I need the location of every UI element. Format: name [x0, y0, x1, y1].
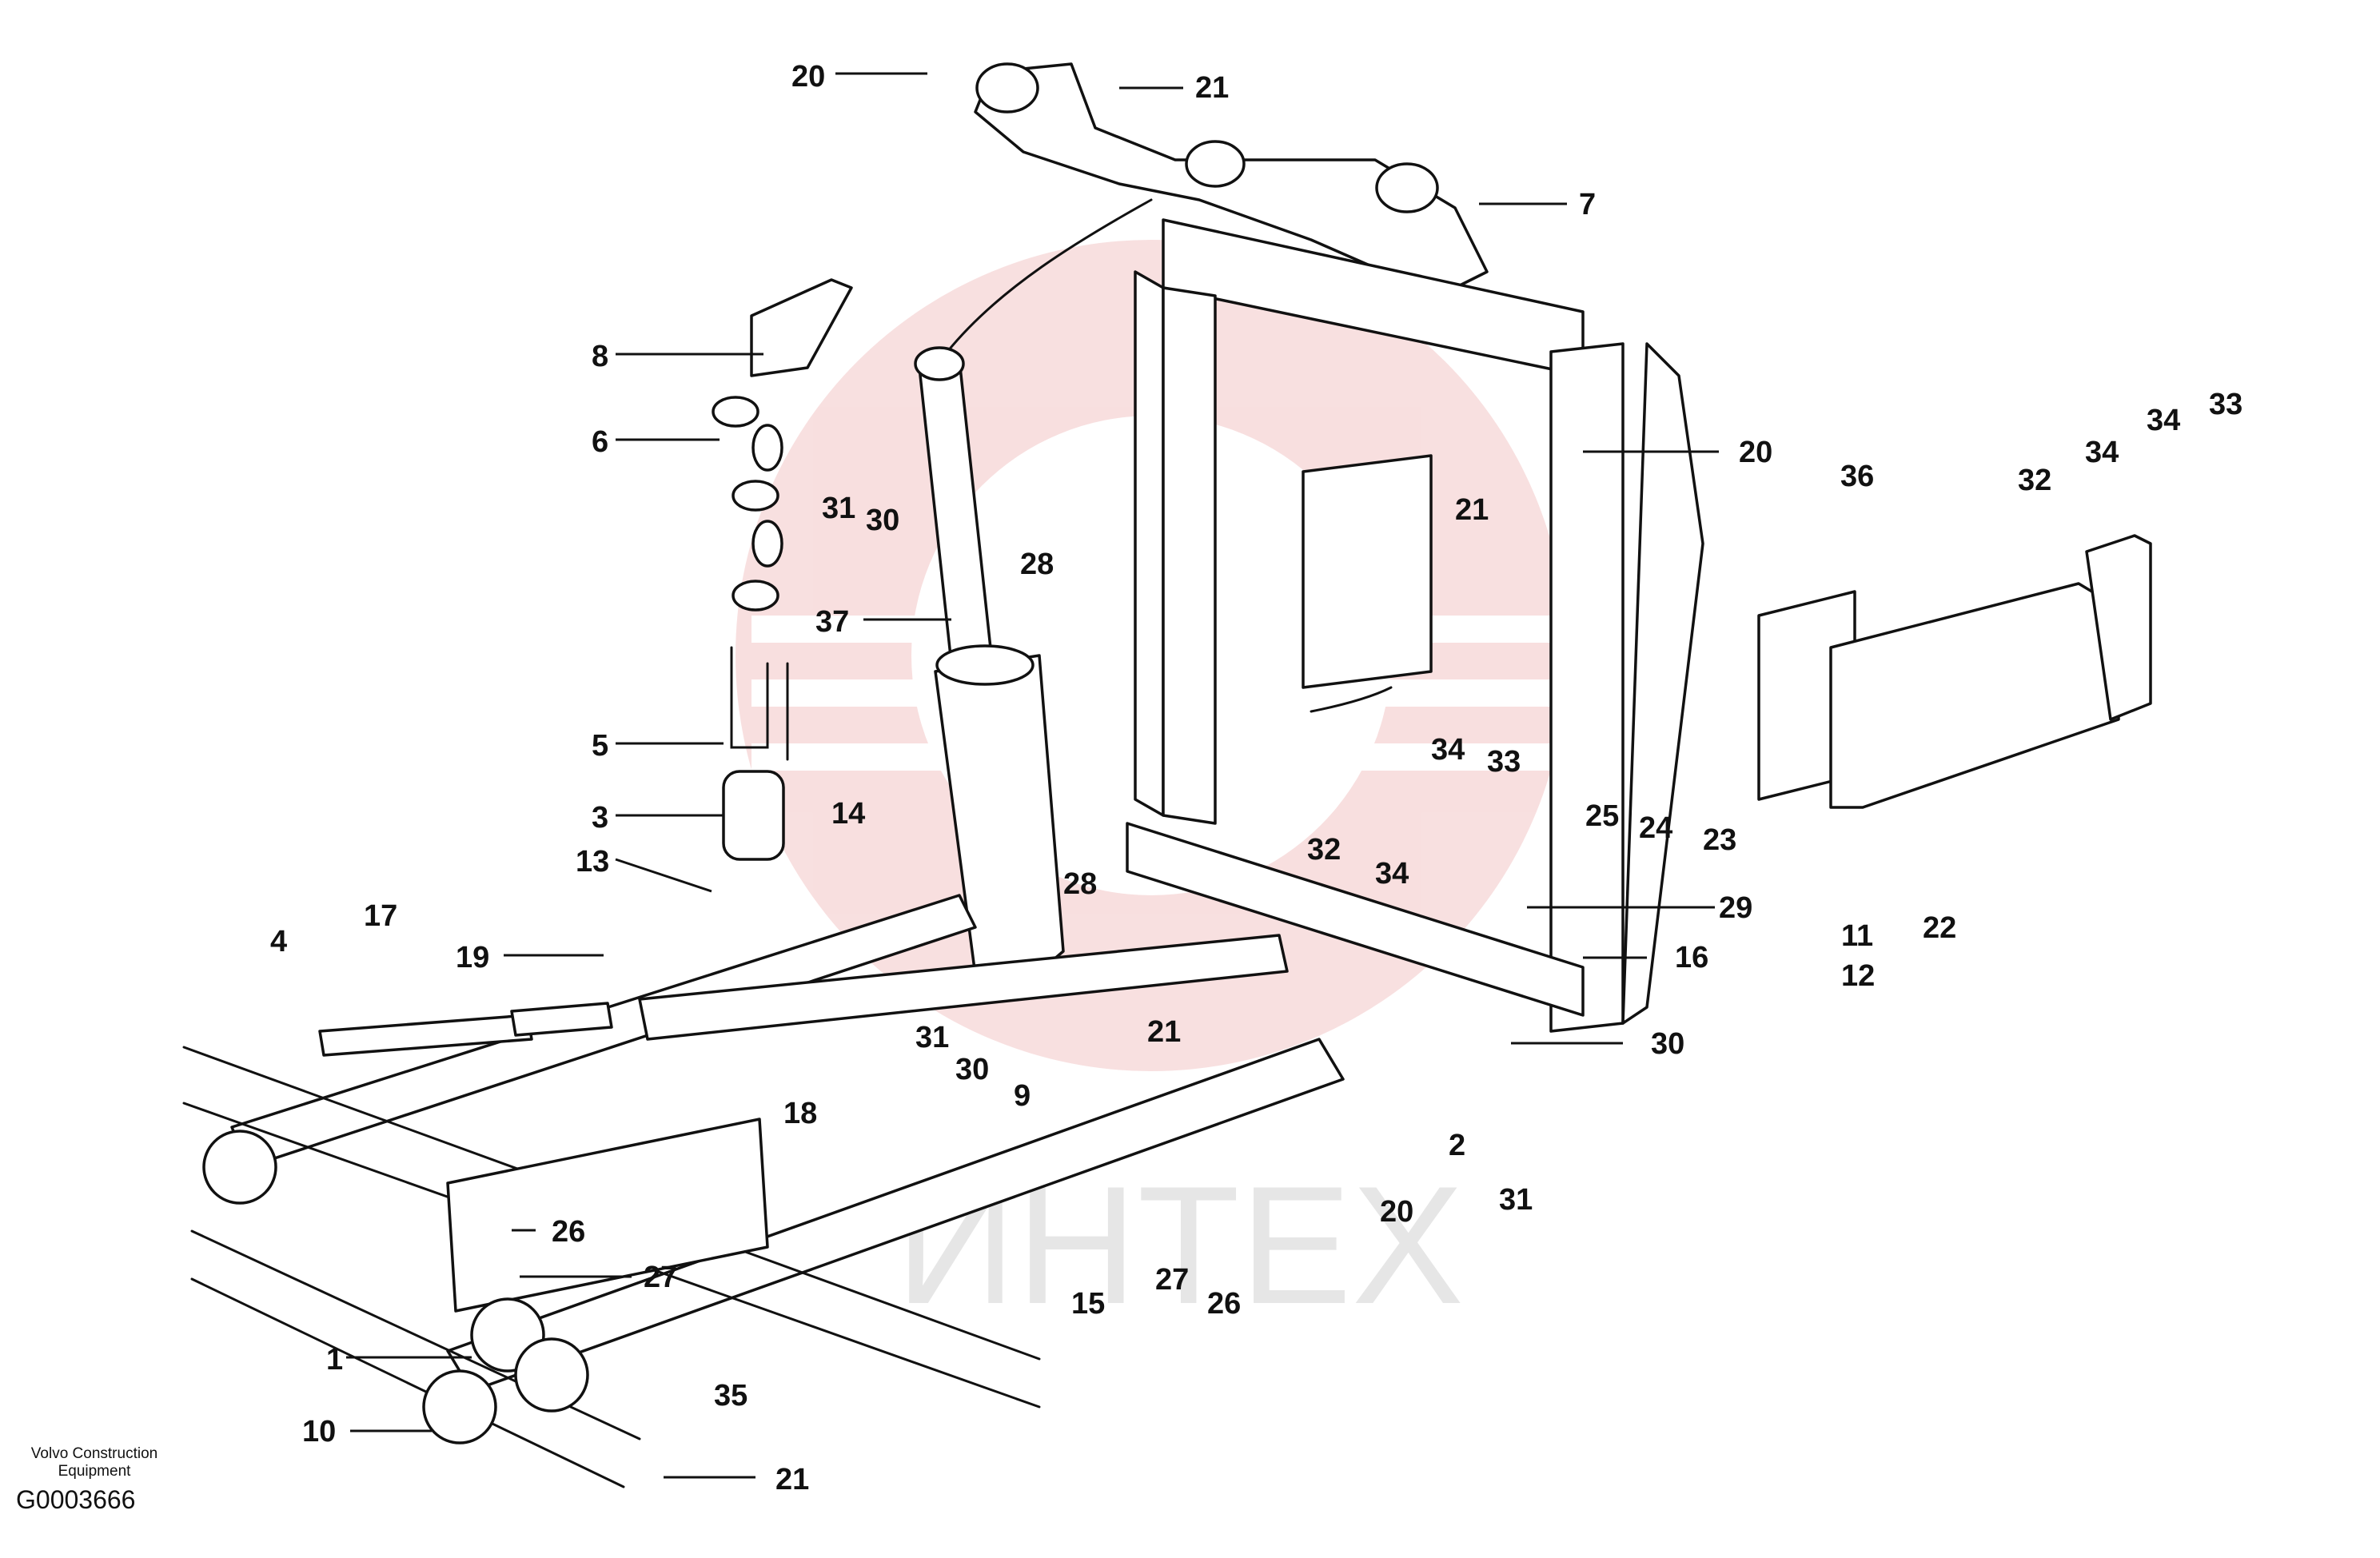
callout-26b: 26 [1207, 1287, 1241, 1321]
diagram-code: G0003666 [16, 1485, 136, 1514]
callout-21: 21 [1195, 71, 1229, 105]
base-rails [182, 1046, 1041, 1488]
callout-6: 6 [592, 425, 608, 459]
callout-34d: 34 [2147, 404, 2180, 437]
chain-assembly [712, 278, 853, 861]
callout-9: 9 [1014, 1079, 1031, 1113]
callout-32b: 32 [2018, 464, 2051, 497]
leader-lines [346, 72, 1719, 1479]
arrow-upper [946, 198, 1153, 353]
callout-13: 13 [576, 845, 609, 879]
callout-11: 11 [1841, 919, 1873, 953]
callout-36: 36 [1840, 460, 1874, 493]
callout-31c: 31 [1499, 1183, 1533, 1217]
callout-19: 19 [456, 941, 489, 974]
upper-link [974, 62, 1489, 297]
callout-2: 2 [1449, 1129, 1465, 1162]
callout-24: 24 [1639, 811, 1672, 845]
callout-30c: 30 [1651, 1027, 1684, 1061]
callout-3: 3 [592, 801, 608, 835]
hydraulic-cylinder [914, 346, 1065, 1001]
callout-34a: 34 [1431, 733, 1465, 767]
callout-7: 7 [1579, 188, 1596, 221]
callout-31b: 31 [915, 1021, 949, 1054]
clamp-assembly [202, 1130, 589, 1444]
callout-10: 10 [302, 1415, 336, 1448]
side-plates [1757, 534, 2152, 809]
callout-30: 30 [866, 504, 899, 537]
callout-21d: 21 [775, 1463, 809, 1496]
callout-27b: 27 [1155, 1263, 1189, 1297]
callout-20: 20 [791, 60, 825, 94]
callout-22: 22 [1923, 911, 1956, 945]
callout-34b: 34 [1375, 857, 1409, 891]
callout-23: 23 [1703, 823, 1736, 857]
callout-21c: 21 [1455, 493, 1489, 527]
callout-20b: 20 [1739, 436, 1772, 469]
arrow-lower [1310, 686, 1393, 713]
lower-tubes [230, 894, 1345, 1393]
footer-brand: Volvo Construction Equipment [14, 1445, 174, 1480]
callout-37: 37 [815, 605, 849, 639]
callout-17: 17 [364, 899, 397, 933]
callout-35: 35 [714, 1379, 747, 1413]
callout-16: 16 [1675, 941, 1708, 974]
callout-30b: 30 [955, 1053, 989, 1086]
callout-28: 28 [1020, 548, 1054, 581]
callout-33b: 33 [2209, 388, 2242, 421]
callout-labels: 20 21 7 8 6 31 30 28 37 5 3 13 14 17 4 1… [270, 60, 2242, 1496]
callout-12: 12 [1841, 959, 1875, 993]
callout-21b: 21 [1147, 1015, 1181, 1049]
callout-33a: 33 [1487, 745, 1521, 779]
callout-26a: 26 [552, 1215, 585, 1249]
callout-29: 29 [1719, 891, 1752, 925]
callout-1: 1 [326, 1343, 343, 1377]
callout-14: 14 [831, 797, 865, 831]
callout-20c: 20 [1380, 1195, 1413, 1229]
callout-27a: 27 [644, 1261, 677, 1294]
callout-15: 15 [1071, 1287, 1105, 1321]
callout-5: 5 [592, 729, 608, 763]
footer-brand-line1: Volvo Construction [30, 1445, 158, 1462]
callout-25: 25 [1585, 799, 1619, 833]
main-frame [1126, 218, 1704, 1033]
callout-18: 18 [783, 1097, 817, 1130]
callout-32a: 32 [1307, 833, 1341, 867]
footer-brand-line2: Equipment [58, 1463, 131, 1480]
callout-34c: 34 [2085, 436, 2119, 469]
callout-31: 31 [822, 492, 855, 525]
callout-4: 4 [270, 925, 287, 958]
callout-8: 8 [592, 340, 608, 373]
callout-28b: 28 [1063, 867, 1097, 901]
